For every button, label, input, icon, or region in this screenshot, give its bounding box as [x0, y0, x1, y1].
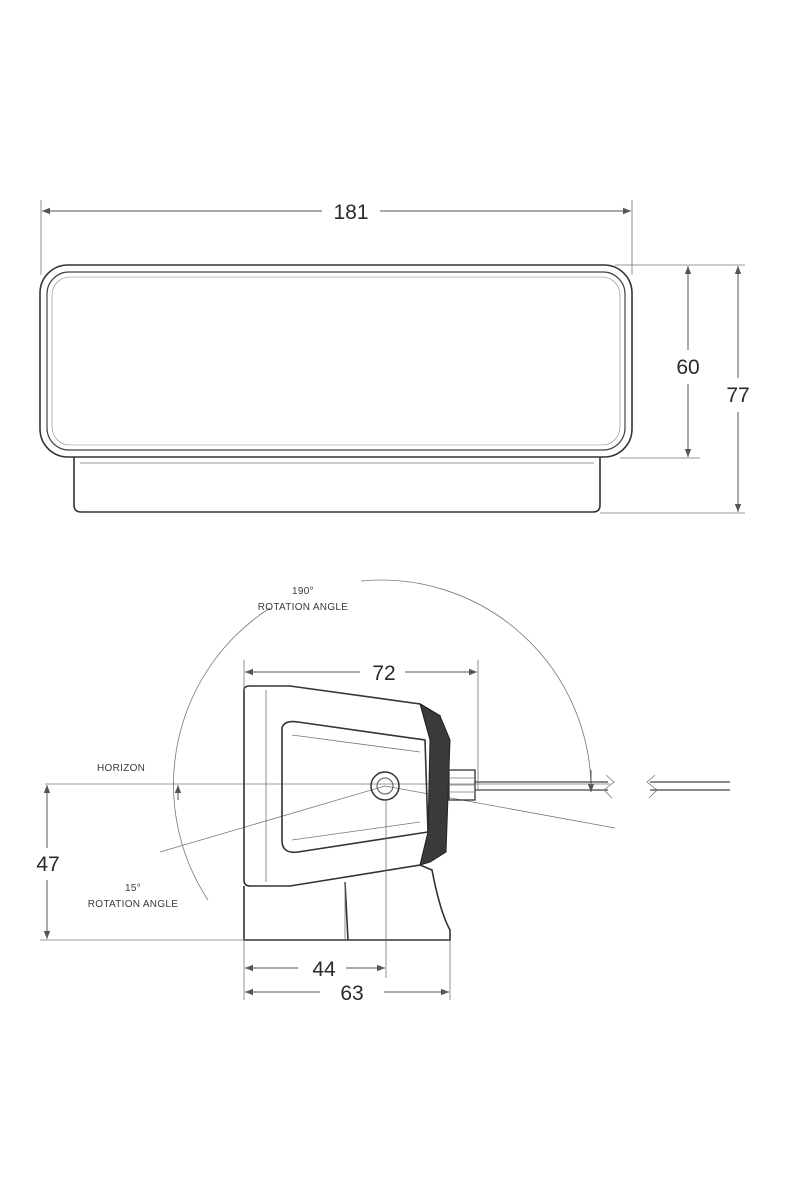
lens-height-label: 60	[676, 356, 699, 379]
up-rotation-angle: 190°	[292, 586, 314, 597]
recess-bevel-top	[291, 734, 421, 753]
total-height-label: 77	[726, 384, 749, 407]
lens-outline	[46, 271, 626, 451]
down-angle-line	[159, 785, 386, 853]
up-rotation-caption: ROTATION ANGLE	[258, 602, 349, 613]
pivot-bolt	[370, 771, 400, 801]
base-width-label: 63	[340, 982, 363, 1005]
side-view: 190° ROTATION ANGLE HORIZON 15° ROTATION…	[36, 579, 730, 1005]
beam-angle-line	[384, 785, 616, 829]
depth-label: 72	[372, 662, 395, 685]
lens-inner-edge	[51, 276, 621, 446]
heatsink-recess	[281, 720, 429, 854]
horizon-label: HORIZON	[97, 763, 145, 774]
recess-bevel-bottom	[291, 821, 421, 841]
down-rotation-angle: 15°	[125, 883, 141, 894]
rear-seal	[419, 702, 451, 866]
cable-break-left	[603, 774, 615, 799]
width-dimension-label: 181	[333, 201, 368, 224]
front-view: 181 60 77	[39, 200, 750, 514]
lamp-body-side	[243, 685, 441, 887]
pivot-bolt-inner	[376, 777, 394, 795]
upper-rotation-arc	[360, 579, 592, 791]
mount-bracket	[243, 864, 451, 941]
light-housing-outline	[39, 264, 633, 458]
down-rotation-caption: ROTATION ANGLE	[88, 899, 179, 910]
pivot-height-label: 47	[36, 853, 59, 876]
mount-base-outline	[73, 457, 601, 513]
pivot-offset-label: 44	[312, 958, 336, 981]
cable-break-right	[646, 774, 658, 799]
left-rotation-arc	[173, 607, 271, 901]
